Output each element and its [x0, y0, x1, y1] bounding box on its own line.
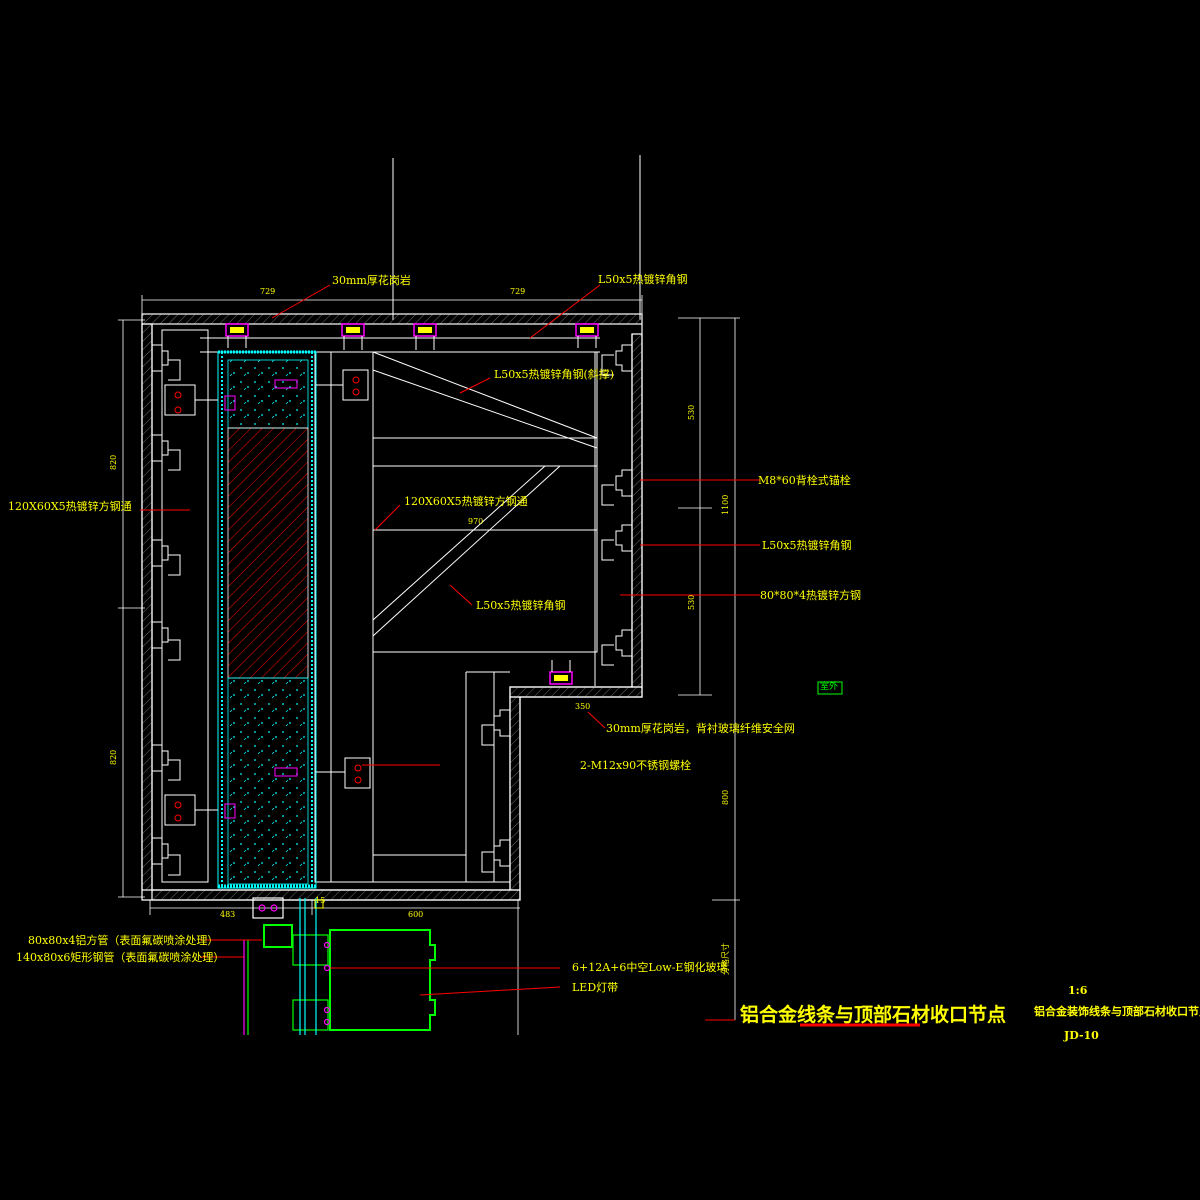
drawing-title: 铝合金线条与顶部石材收口节点	[740, 1004, 1007, 1026]
left-dimension	[118, 319, 145, 898]
dim-step: 350	[575, 702, 591, 711]
left-clip-anchors	[152, 344, 181, 876]
label-left-tube: 120X60X5热镀锌方钢通	[8, 500, 132, 513]
label-angle-diagonal: L50x5热镀锌角钢(斜撑)	[494, 368, 615, 381]
dim-right-upper: 530	[687, 404, 696, 420]
dim-right-mid: 800	[721, 789, 730, 805]
dim-left-upper: 820	[109, 454, 118, 470]
label-inner-tube: 120X60X5热镀锌方钢通	[404, 495, 528, 508]
label-angle-top: L50x5热镀锌角钢	[598, 273, 688, 286]
stone-cladding	[141, 313, 643, 901]
dim-right-lower: 530	[687, 594, 696, 610]
right-dimension	[678, 317, 740, 1020]
dim-inner: 970	[468, 517, 484, 526]
dim-left-lower: 820	[109, 749, 118, 765]
label-led: LED灯带	[572, 981, 619, 994]
label-bolt: 2-M12x90不锈钢螺栓	[580, 759, 692, 772]
label-glass: 6+12A+6中空Low-E钢化玻璃	[572, 961, 728, 974]
label-steel-tube: 140x80x6矩形钢管（表面氟碳喷涂处理）	[16, 951, 225, 964]
label-anchor: M8*60背栓式锚栓	[758, 474, 851, 487]
dim-bottom-left: 483	[220, 910, 236, 919]
dim-right-total: 1100	[721, 494, 730, 515]
label-outdoor-tag: 室外	[820, 682, 839, 692]
dim-top-right: 729	[510, 287, 526, 296]
dim-bottom-mid: 15	[315, 896, 326, 905]
drawing-code: JD-10	[1064, 1029, 1099, 1042]
dim-bottom-right: 600	[408, 910, 424, 919]
label-angle-right: L50x5热镀锌角钢	[762, 539, 852, 552]
reference-lines	[392, 155, 641, 320]
steel-frame	[161, 329, 600, 883]
label-angle-inner: L50x5热镀锌角钢	[476, 599, 566, 612]
markers	[314, 681, 843, 909]
insulation-panel	[217, 350, 317, 889]
label-square-tube: 80*80*4热镀锌方钢	[760, 589, 861, 602]
bottom-aluminium-profiles	[243, 897, 436, 1035]
label-alu-tube: 80x80x4铝方管（表面氟碳喷涂处理）	[28, 934, 219, 947]
brackets	[164, 369, 371, 826]
drawing-scale: 1:6	[1068, 984, 1088, 997]
dim-right-edge: 分格尺寸	[721, 943, 730, 975]
label-granite-bottom: 30mm厚花岗岩，背衬玻璃纤维安全网	[606, 722, 795, 735]
top-back-anchors	[225, 323, 599, 685]
label-granite-top: 30mm厚花岗岩	[332, 274, 411, 287]
drawing-side-title: 铝合金装饰线条与顶部石材收口节点	[1034, 1005, 1200, 1018]
leader-lines	[140, 284, 920, 1027]
right-clip-anchors	[481, 344, 632, 873]
dim-top-left: 729	[260, 287, 276, 296]
